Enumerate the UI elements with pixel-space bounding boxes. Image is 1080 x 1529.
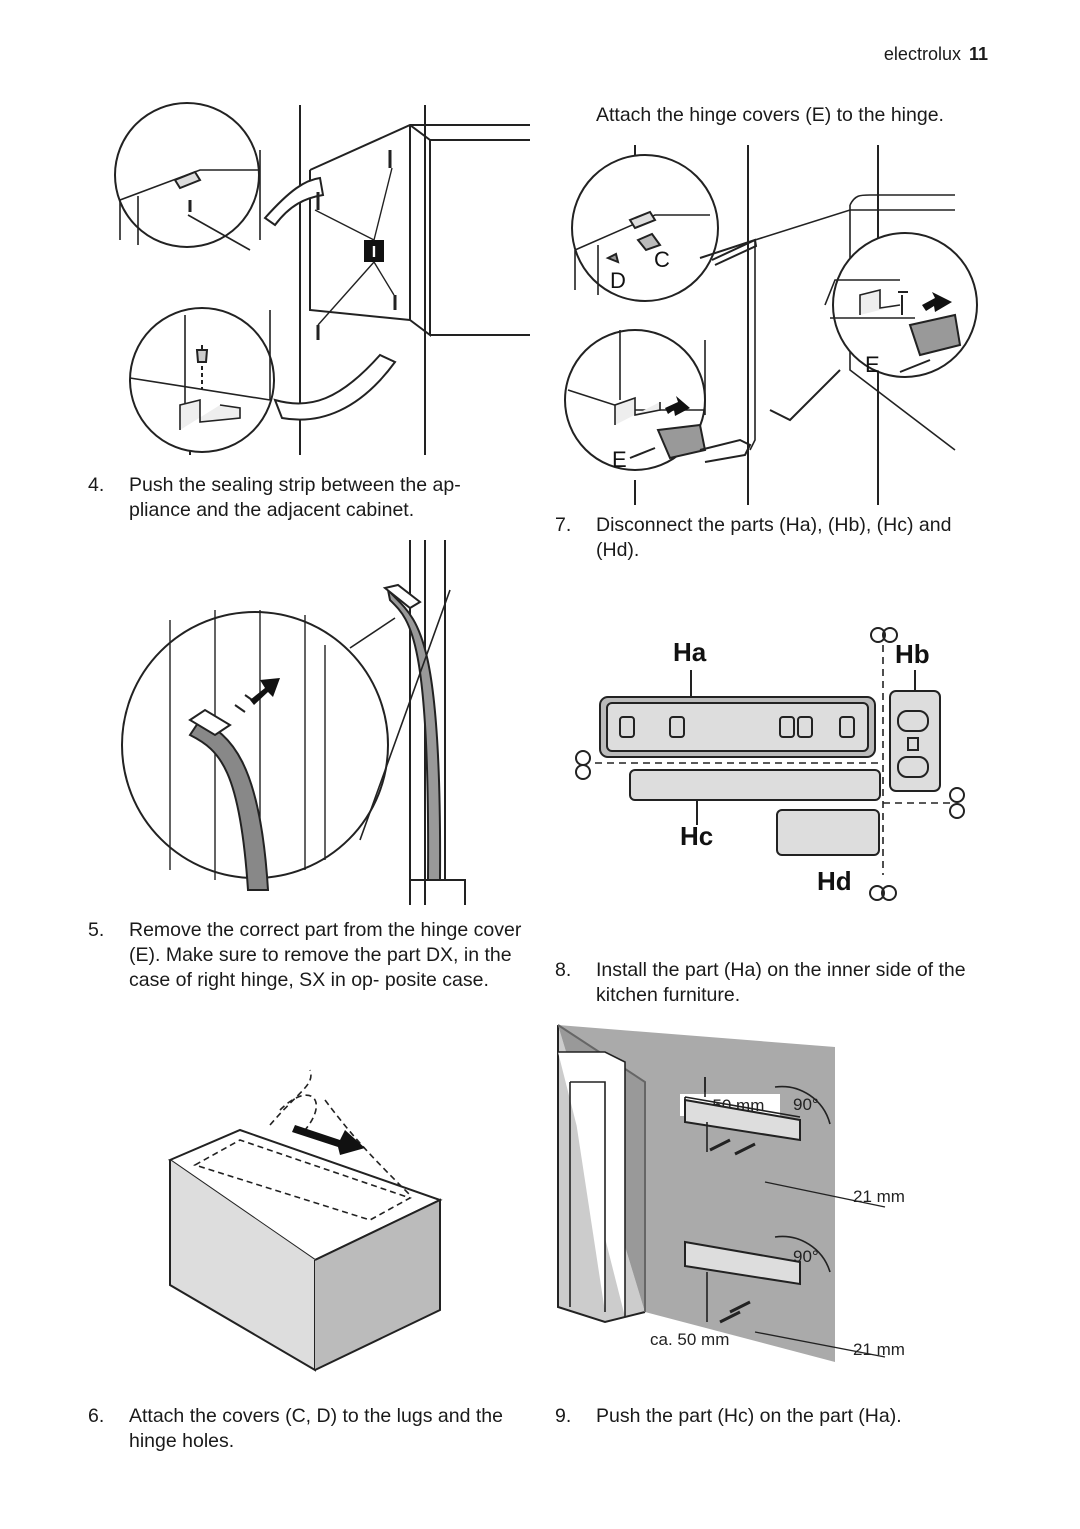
step-7: 7. Disconnect the parts (Ha), (Hb), (Hc)… — [555, 513, 995, 565]
label-depth-bottom: 21 mm — [853, 1340, 905, 1359]
figure-install-ha: ca. 50 mm ca. 50 mm 90° 90° 21 mm 21 mm — [557, 1024, 905, 1362]
figure-hinge-cover-box — [167, 1069, 443, 1372]
intro-hinge-covers: Attach the hinge covers (E) to the hinge… — [596, 104, 944, 126]
figure-hinge-parts: Ha Hb Hc Hd — [575, 627, 965, 901]
figure-sealing-strip — [121, 540, 466, 905]
label-e-right: E — [865, 352, 880, 377]
step-8-number: 8. — [555, 959, 572, 981]
step-4-number: 4. — [88, 474, 105, 496]
brand-name: electrolux — [883, 44, 961, 64]
step-5-number: 5. — [88, 919, 105, 941]
label-hd: Hd — [817, 866, 852, 896]
step-5: 5. Remove the correct part from the hing… — [88, 918, 528, 1022]
step-8: 8. Install the part (Ha) on the inner si… — [555, 958, 995, 1010]
figure-hinge-covers: C D E E — [564, 145, 978, 505]
step-9-text: Push the part (Hc) on the part (Ha). — [596, 1405, 902, 1427]
label-dist-bottom: ca. 50 mm — [650, 1330, 729, 1349]
step-7-number: 7. — [555, 514, 572, 536]
page-header: electrolux 11 — [884, 44, 988, 65]
step-7-text: Disconnect the parts (Ha), (Hb), (Hc) an… — [596, 514, 952, 561]
step-9: 9. Push the part (Hc) on the part (Ha). — [555, 1404, 995, 1430]
label-i: I — [372, 244, 376, 261]
label-angle-top: 90° — [793, 1095, 819, 1114]
label-hb: Hb — [895, 639, 930, 669]
label-e-left: E — [612, 447, 627, 472]
step-4-text: Push the sealing strip between the ap- p… — [129, 474, 461, 521]
step-5-text: Remove the correct part from the hinge c… — [129, 919, 522, 991]
label-d: D — [610, 268, 626, 293]
label-ha: Ha — [673, 637, 707, 667]
label-depth-top: 21 mm — [853, 1187, 905, 1206]
step-8-text: Install the part (Ha) on the inner side … — [596, 959, 966, 1006]
label-c: C — [654, 247, 670, 272]
label-hc: Hc — [680, 821, 713, 851]
figure-hinge-screws: I — [114, 102, 530, 455]
step-4: 4. Push the sealing strip between the ap… — [88, 473, 528, 525]
step-9-number: 9. — [555, 1405, 572, 1427]
step-6-text: Attach the covers (C, D) to the lugs and… — [129, 1405, 503, 1452]
step-6: 6. Attach the covers (C, D) to the lugs … — [88, 1404, 528, 1456]
page-number: 11 — [968, 44, 988, 64]
step-6-number: 6. — [88, 1405, 105, 1427]
